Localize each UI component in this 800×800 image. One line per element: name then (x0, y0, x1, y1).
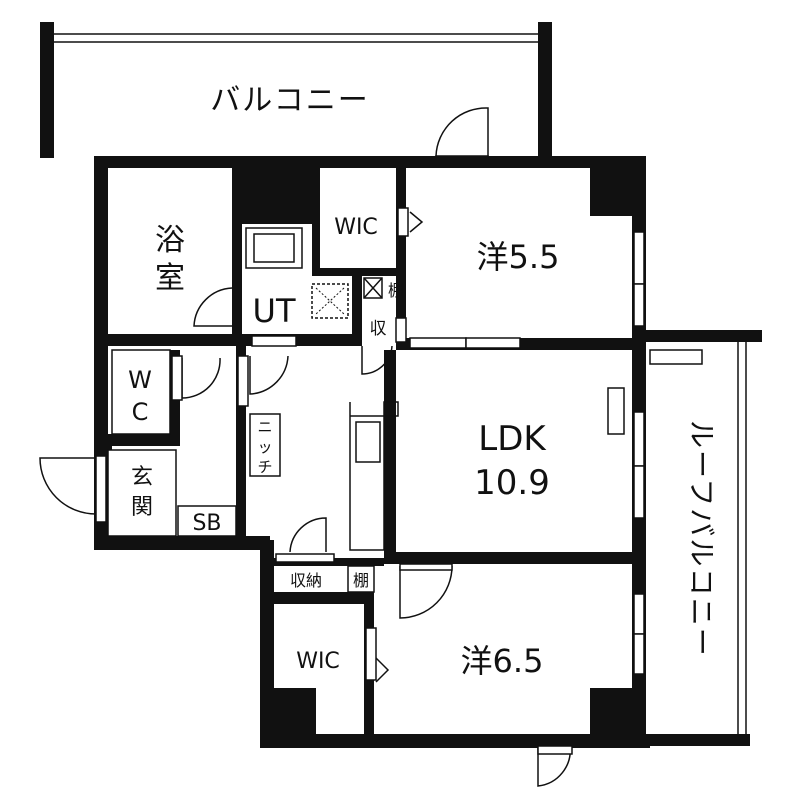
shelf-top-label: 棚 (388, 281, 404, 300)
bath-label-1: 浴 (155, 223, 185, 258)
wc-label-2: C (132, 398, 149, 426)
fixtures (107, 227, 399, 593)
niche-label-1: ニ (257, 418, 272, 436)
ldk-size-label: 10.9 (474, 463, 550, 503)
roof-balcony (646, 330, 762, 746)
svg-text:ルーフバルコニー: ルーフバルコニー (685, 420, 718, 658)
entrance-label-1: 玄 (131, 465, 153, 490)
storage-label: 収納 (290, 571, 322, 590)
niche-label-3: チ (257, 458, 272, 476)
entrance-label-2: 関 (131, 495, 153, 520)
shelf-bottom-label: 棚 (353, 571, 369, 590)
ldk-label: LDK (478, 419, 547, 459)
balcony: バルコニー (40, 22, 552, 158)
interior-walls (108, 168, 634, 736)
niche-label-2: ッ (257, 438, 272, 456)
ut-label: UT (253, 292, 296, 330)
room-labels: 浴 室 UT WIC 洋5.5 棚 収 W C ニ ッ チ LDK 10.9 玄… (128, 215, 559, 680)
sb-label: SB (192, 511, 221, 536)
roof-balcony-label: ルーフバルコニー (685, 420, 718, 658)
western-55-label: 洋5.5 (477, 238, 560, 276)
windows (95, 231, 645, 675)
doors (39, 207, 625, 787)
wic-bottom-label: WIC (296, 649, 340, 674)
wc-label-1: W (128, 366, 152, 394)
bath-label-2: 室 (155, 261, 185, 296)
balcony-label: バルコニー (210, 83, 369, 118)
wic-top-label: WIC (334, 215, 378, 240)
storage-small-label: 収 (370, 319, 387, 339)
western-65-label: 洋6.5 (461, 642, 544, 680)
